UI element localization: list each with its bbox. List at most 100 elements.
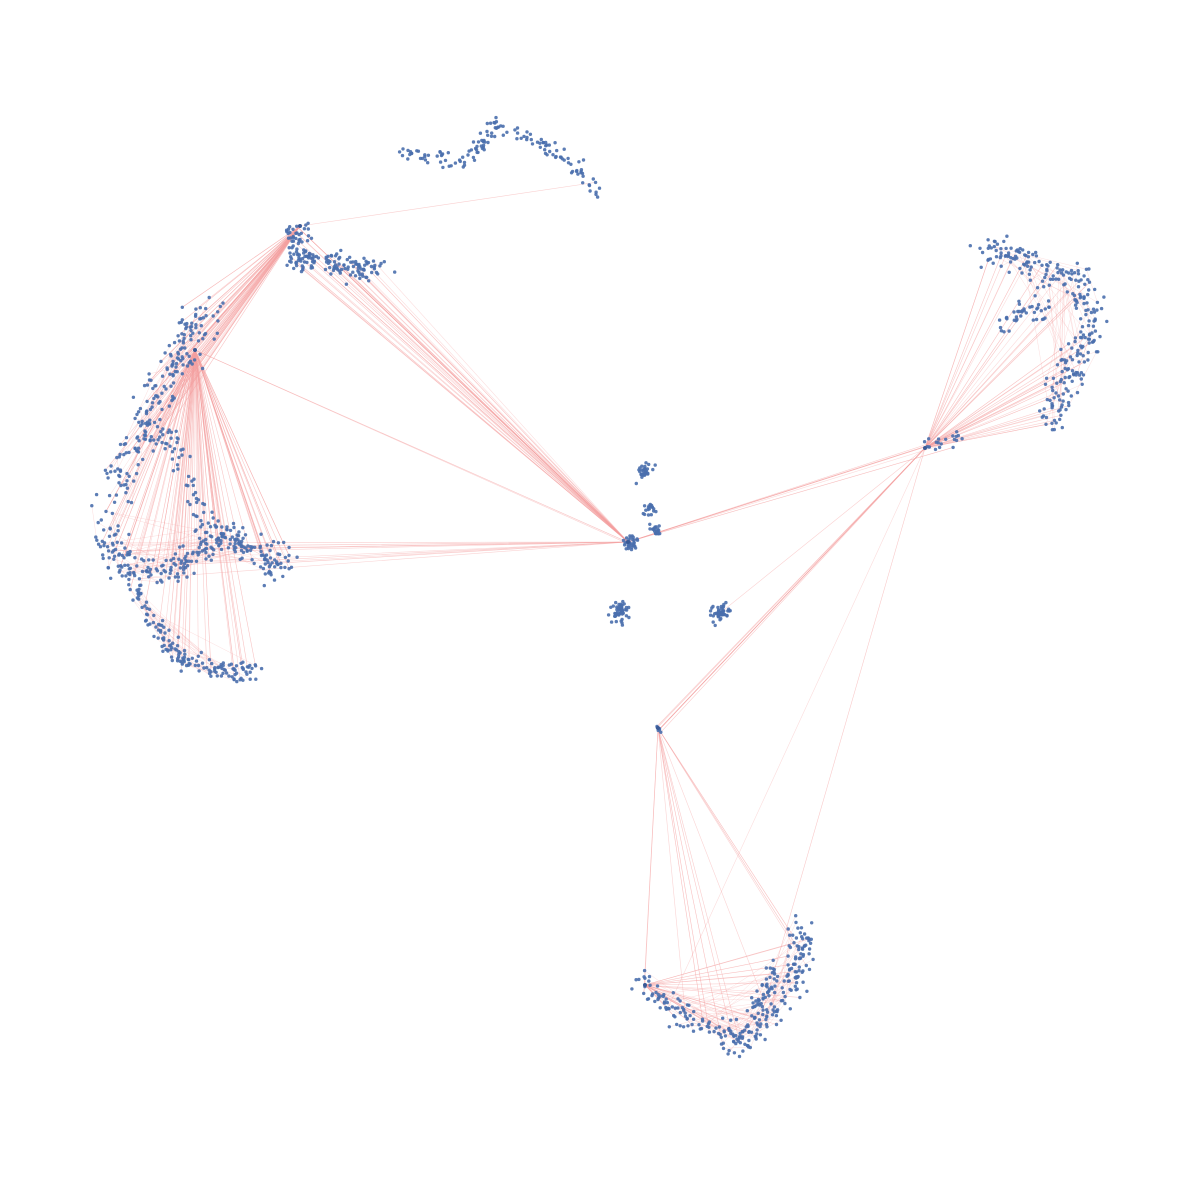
graph-node [152,420,157,425]
graph-node [999,264,1003,268]
graph-node [757,1018,762,1022]
graph-node [136,463,140,467]
graph-edge [766,945,790,1028]
graph-node [248,670,252,674]
graph-node [1040,317,1045,322]
graph-edge [265,541,629,565]
graph-edge [289,226,629,543]
graph-node [712,1029,716,1034]
graph-node [198,317,202,321]
graph-edge [644,984,733,1035]
graph-node [202,502,207,507]
graph-node [475,150,479,155]
graph-node [1005,315,1009,320]
graph-node [258,546,262,550]
graph-node [309,266,313,270]
graph-node [479,144,483,148]
graph-node [788,987,792,992]
graph-edge [127,398,155,489]
graph-node [754,999,758,1003]
graph-node [281,574,285,579]
graph-node [243,533,248,537]
graph-node [630,534,634,538]
graph-node [1077,279,1081,283]
graph-node [176,334,180,338]
graph-edge [649,985,744,1032]
graph-node [234,671,239,675]
graph-node [231,521,236,526]
graph-node [300,264,304,268]
graph-node [302,227,307,231]
graph-node [566,156,570,161]
graph-node [142,559,146,563]
graph-edge [98,543,220,547]
graph-node [501,133,505,137]
graph-node [158,630,163,634]
graph-node [183,346,187,350]
graph-edge [137,597,226,671]
graph-node [1017,299,1021,303]
graph-node [698,1027,702,1031]
graph-node [755,1003,759,1007]
graph-node [1046,264,1050,268]
graph-node [1087,337,1092,341]
graph-edge [110,425,141,467]
graph-node [192,571,196,575]
graph-node [364,275,368,279]
graph-node [553,141,557,145]
graph-node [726,609,730,613]
graph-node [118,442,123,447]
graph-node [250,558,254,562]
graph-edge [685,1016,741,1043]
graph-node [543,148,547,152]
graph-node [769,1002,773,1006]
graph-node [195,514,199,519]
graph-edge [924,281,1090,449]
graph-node [152,634,156,639]
graph-node [794,970,799,974]
graph-edge [657,727,800,950]
graph-node [248,663,252,668]
graph-node [1058,268,1062,272]
graph-edge [1049,284,1088,304]
graph-node [1069,268,1074,273]
graph-edge [155,347,186,397]
graph-edge [702,1017,756,1022]
graph-node [678,999,682,1003]
graph-edge [118,409,163,476]
graph-node [279,561,283,565]
graph-node [544,140,548,145]
graph-node [750,996,754,1000]
graph-node [732,1034,736,1039]
graph-node [1024,253,1028,258]
graph-node [494,126,499,130]
graph-edge [1000,258,1016,267]
graph-node [707,1025,711,1030]
graph-node [160,623,164,628]
graph-edge [172,349,196,644]
graph-node [324,257,328,261]
graph-node [1070,346,1074,350]
graph-node [1092,338,1096,343]
graph-edge [924,382,1065,449]
graph-node [588,189,592,193]
graph-node [119,483,123,488]
graph-edge [644,984,690,1006]
graph-node [165,366,169,370]
graph-edge [1059,269,1076,342]
graph-node [241,666,245,671]
graph-node [136,435,140,439]
graph-node [227,674,231,678]
graph-node [1033,260,1037,265]
graph-node [163,447,167,451]
graph-node [159,571,163,576]
graph-edge [924,415,1044,449]
graph-node [538,145,542,149]
graph-node [118,568,122,572]
graph-node [276,541,281,545]
graph-node [186,499,190,504]
graph-edge [180,547,200,564]
graph-edge [657,727,794,936]
graph-node [220,535,224,539]
